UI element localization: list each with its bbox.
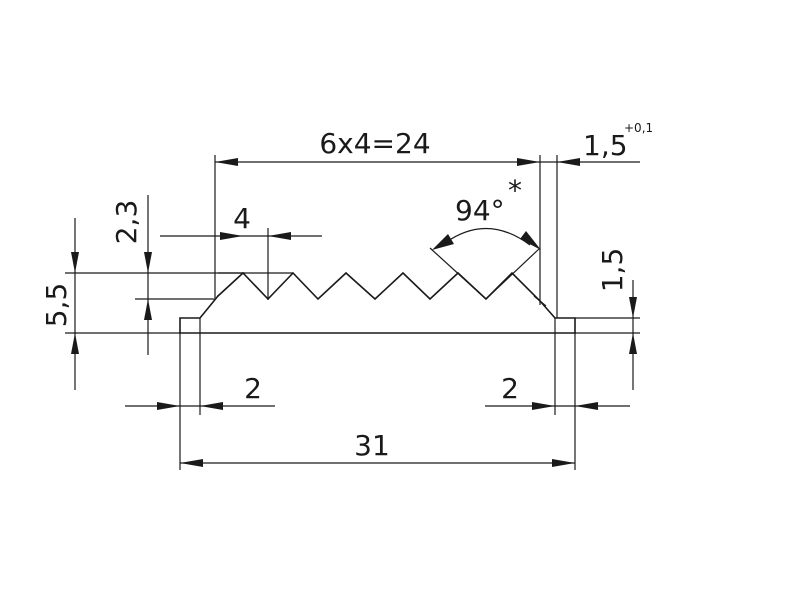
angle-label: 94° — [455, 194, 505, 227]
groove-width-label: 1,5 — [583, 129, 628, 162]
extension-lines — [65, 155, 640, 470]
overall-length-label: 31 — [354, 429, 390, 462]
pitch-total-label: 6x4=24 — [319, 127, 430, 160]
depth-label: 2,3 — [110, 200, 143, 245]
lip-height-label: 1,5 — [596, 248, 629, 293]
left-offset-label: 2 — [244, 372, 262, 405]
groove-tolerance-label: +0,1 — [624, 121, 653, 135]
dimension-labels: 6x4=24 4 94° * 1,5 +0,1 2,3 5,5 1,5 2 2 … — [40, 121, 653, 462]
angle-mark-label: * — [508, 174, 522, 207]
pitch-label: 4 — [233, 202, 251, 235]
dimension-lines — [71, 158, 640, 467]
right-offset-label: 2 — [501, 372, 519, 405]
height-total-label: 5,5 — [40, 283, 73, 328]
part-profile — [179, 271, 576, 334]
